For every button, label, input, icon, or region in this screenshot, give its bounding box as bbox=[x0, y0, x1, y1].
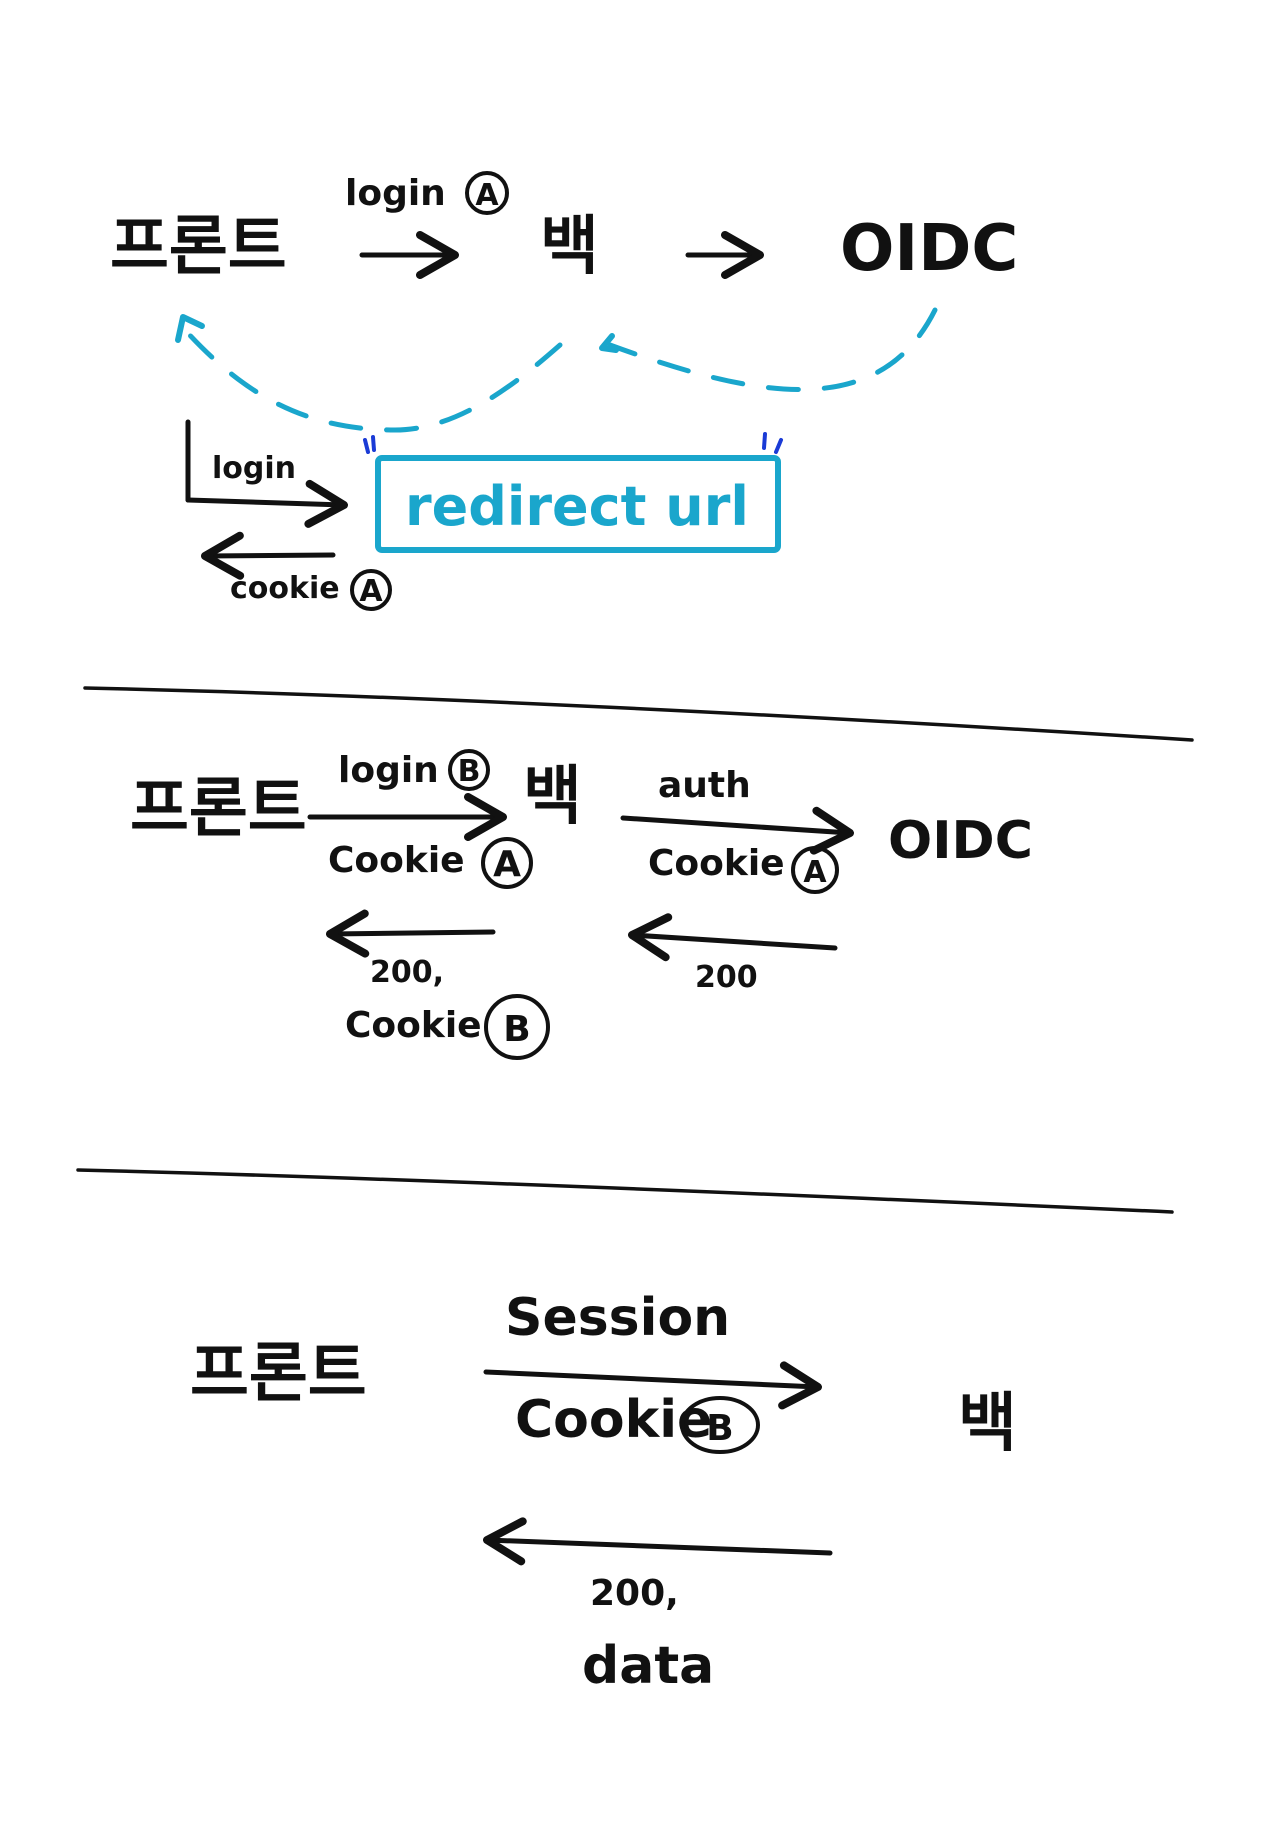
cookie-b-badge: B bbox=[706, 1408, 733, 1449]
data-label: data bbox=[582, 1636, 714, 1696]
front-node: 프론트 bbox=[190, 1337, 367, 1411]
session-label: Session bbox=[505, 1288, 730, 1348]
login-arrow bbox=[185, 479, 348, 528]
oidc-node: OIDC bbox=[840, 212, 1018, 286]
front-node: 프론트 bbox=[130, 772, 307, 846]
login-a-badge: A bbox=[475, 178, 499, 213]
back-node: 백 bbox=[523, 760, 582, 834]
back-to-front-response-arrow bbox=[483, 1517, 833, 1566]
back-to-oidc-arrow bbox=[620, 806, 854, 855]
section-3: 프론트 백 Session Cookie B 200, data bbox=[190, 1288, 1017, 1696]
cookie-label: cookie bbox=[230, 571, 340, 606]
badge-circle bbox=[484, 994, 550, 1060]
back-to-front-dashed-arrow bbox=[182, 327, 563, 433]
back-to-front-response-arrow bbox=[326, 909, 496, 958]
login-b-label: login bbox=[338, 750, 439, 791]
cookie-a-label: Cookie bbox=[328, 840, 465, 881]
login-b-badge: B bbox=[458, 754, 481, 789]
section-2: 프론트 백 OIDC login B Cookie A auth Cookie … bbox=[130, 749, 1033, 1060]
resp-left-label: 200, bbox=[370, 955, 444, 990]
back-node: 백 bbox=[958, 1387, 1017, 1461]
section-1: 프론트 백 OIDC login A redirect url login co… bbox=[110, 171, 1018, 611]
resp-label: 200, bbox=[590, 1573, 679, 1614]
redirect-url-box bbox=[375, 455, 781, 553]
cookie-b-label: Cookie bbox=[515, 1390, 712, 1450]
cookie-b-badge: B bbox=[503, 1009, 530, 1050]
cookie-a2-label: Cookie bbox=[648, 843, 785, 884]
badge-circle bbox=[680, 1396, 760, 1454]
sparkle-mark bbox=[371, 435, 376, 452]
redirect-url-label: redirect url bbox=[405, 475, 749, 538]
back-node: 백 bbox=[540, 210, 599, 284]
badge-circle bbox=[448, 749, 490, 791]
cookie-a2-badge: A bbox=[803, 855, 827, 890]
login-a-label: login bbox=[345, 173, 446, 214]
cookie-a-badge: A bbox=[493, 844, 521, 885]
oidc-to-back-dashed-arrow bbox=[607, 307, 938, 393]
cookie-return-arrow bbox=[201, 531, 336, 580]
oidc-node: OIDC bbox=[888, 811, 1033, 871]
cookie-badge: A bbox=[359, 574, 383, 609]
section-divider bbox=[83, 686, 1194, 742]
cookie-b-label: Cookie bbox=[345, 1005, 482, 1046]
badge-circle bbox=[791, 846, 839, 894]
front-to-back-arrow bbox=[483, 1361, 822, 1410]
sparkle-mark bbox=[774, 438, 783, 454]
badge-circle bbox=[350, 569, 392, 611]
section-divider bbox=[76, 1168, 1174, 1214]
oidc-to-back-response-arrow bbox=[628, 913, 838, 962]
sparkle-mark bbox=[363, 438, 370, 454]
front-node: 프론트 bbox=[110, 210, 287, 284]
badge-circle bbox=[465, 171, 509, 215]
arrowhead-to-front bbox=[175, 314, 205, 343]
sparkle-mark bbox=[762, 432, 767, 450]
auth-label: auth bbox=[658, 765, 751, 806]
login-label: login bbox=[212, 451, 296, 486]
arrowhead-to-back bbox=[599, 333, 619, 353]
badge-circle bbox=[481, 837, 533, 889]
resp-right-label: 200 bbox=[695, 960, 758, 995]
